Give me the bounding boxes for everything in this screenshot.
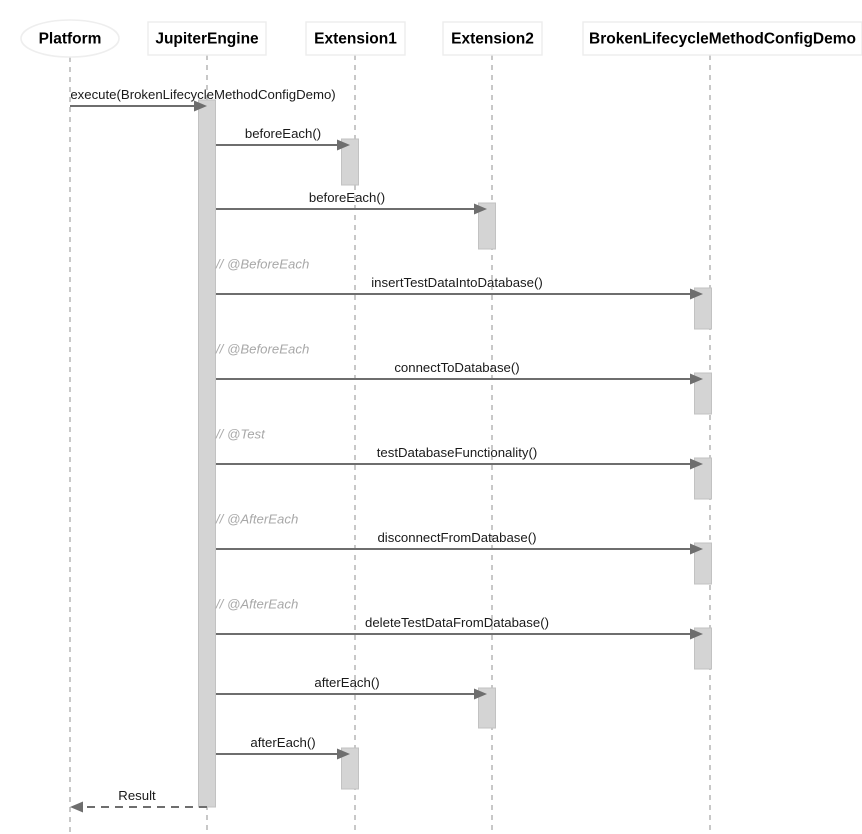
activation-bar-jupiterengine: [198, 99, 216, 808]
message-label-msg-execute: execute(BrokenLifecycleMethodConfigDemo): [70, 86, 336, 102]
activation-bar-extension2: [478, 202, 496, 250]
message-label-msg-beforeeach-ext1: beforeEach(): [244, 125, 322, 141]
message-arrowhead-msg-testdatabasefunctionality: [690, 458, 703, 470]
participant-label-jupiterengine: JupiterEngine: [155, 29, 259, 47]
activation-bar-demo: [694, 542, 712, 585]
activation-bar-demo: [694, 287, 712, 330]
message-label-msg-aftereach-ext1: afterEach(): [250, 734, 316, 750]
note-note-beforeeach-2: // @BeforeEach: [216, 341, 310, 357]
message-label-msg-inserttestdata: insertTestDataIntoDatabase(): [371, 274, 543, 290]
participant-head-jupiterengine[interactable]: [147, 21, 267, 56]
participant-head-extension2[interactable]: [442, 21, 543, 56]
note-note-aftereach-1: // @AfterEach: [216, 511, 299, 527]
participant-head-demo[interactable]: [582, 21, 862, 56]
message-arrowhead-msg-aftereach-ext1: [337, 748, 350, 760]
message-label-msg-deletetestdata: deleteTestDataFromDatabase(): [365, 614, 549, 630]
activation-bar-demo: [694, 627, 712, 670]
activation-bar-extension2: [478, 687, 496, 729]
note-note-aftereach-2: // @AfterEach: [216, 596, 299, 612]
participant-head-extension1[interactable]: [305, 21, 406, 56]
participant-head-platform[interactable]: [20, 19, 120, 58]
message-arrowhead-msg-inserttestdata: [690, 288, 703, 300]
participant-label-extension1: Extension1: [314, 29, 397, 47]
participant-label-platform: Platform: [38, 29, 102, 47]
message-arrowhead-msg-result: [70, 801, 83, 813]
note-note-beforeeach-1: // @BeforeEach: [216, 256, 310, 272]
message-arrowhead-msg-connecttodatabase: [690, 373, 703, 385]
note-note-test: // @Test: [216, 426, 265, 442]
message-label-msg-testdatabasefunctionality: testDatabaseFunctionality(): [376, 444, 538, 460]
message-label-msg-result: Result: [118, 787, 156, 803]
participant-head-shapes: [20, 19, 862, 58]
message-arrowhead-msg-execute: [194, 100, 207, 112]
participant-label-extension2: Extension2: [451, 29, 534, 47]
message-label-msg-aftereach-ext2: afterEach(): [314, 674, 380, 690]
messages-group: [70, 100, 703, 813]
activation-bar-demo: [694, 457, 712, 500]
message-arrowhead-msg-disconnectfromdatabase: [690, 543, 703, 555]
message-label-msg-beforeeach-ext2: beforeEach(): [308, 189, 386, 205]
message-label-msg-connecttodatabase: connectToDatabase(): [394, 359, 520, 375]
message-arrowhead-msg-beforeeach-ext2: [474, 203, 487, 215]
activation-bar-demo: [694, 372, 712, 415]
activation-bar-extension1: [341, 138, 359, 186]
message-arrowhead-msg-aftereach-ext2: [474, 688, 487, 700]
participant-label-demo: BrokenLifecycleMethodConfigDemo: [589, 29, 856, 47]
message-label-msg-disconnectfromdatabase: disconnectFromDatabase(): [377, 529, 537, 545]
message-arrowhead-msg-deletetestdata: [690, 628, 703, 640]
message-arrowhead-msg-beforeeach-ext1: [337, 139, 350, 151]
activation-bar-extension1: [341, 747, 359, 790]
